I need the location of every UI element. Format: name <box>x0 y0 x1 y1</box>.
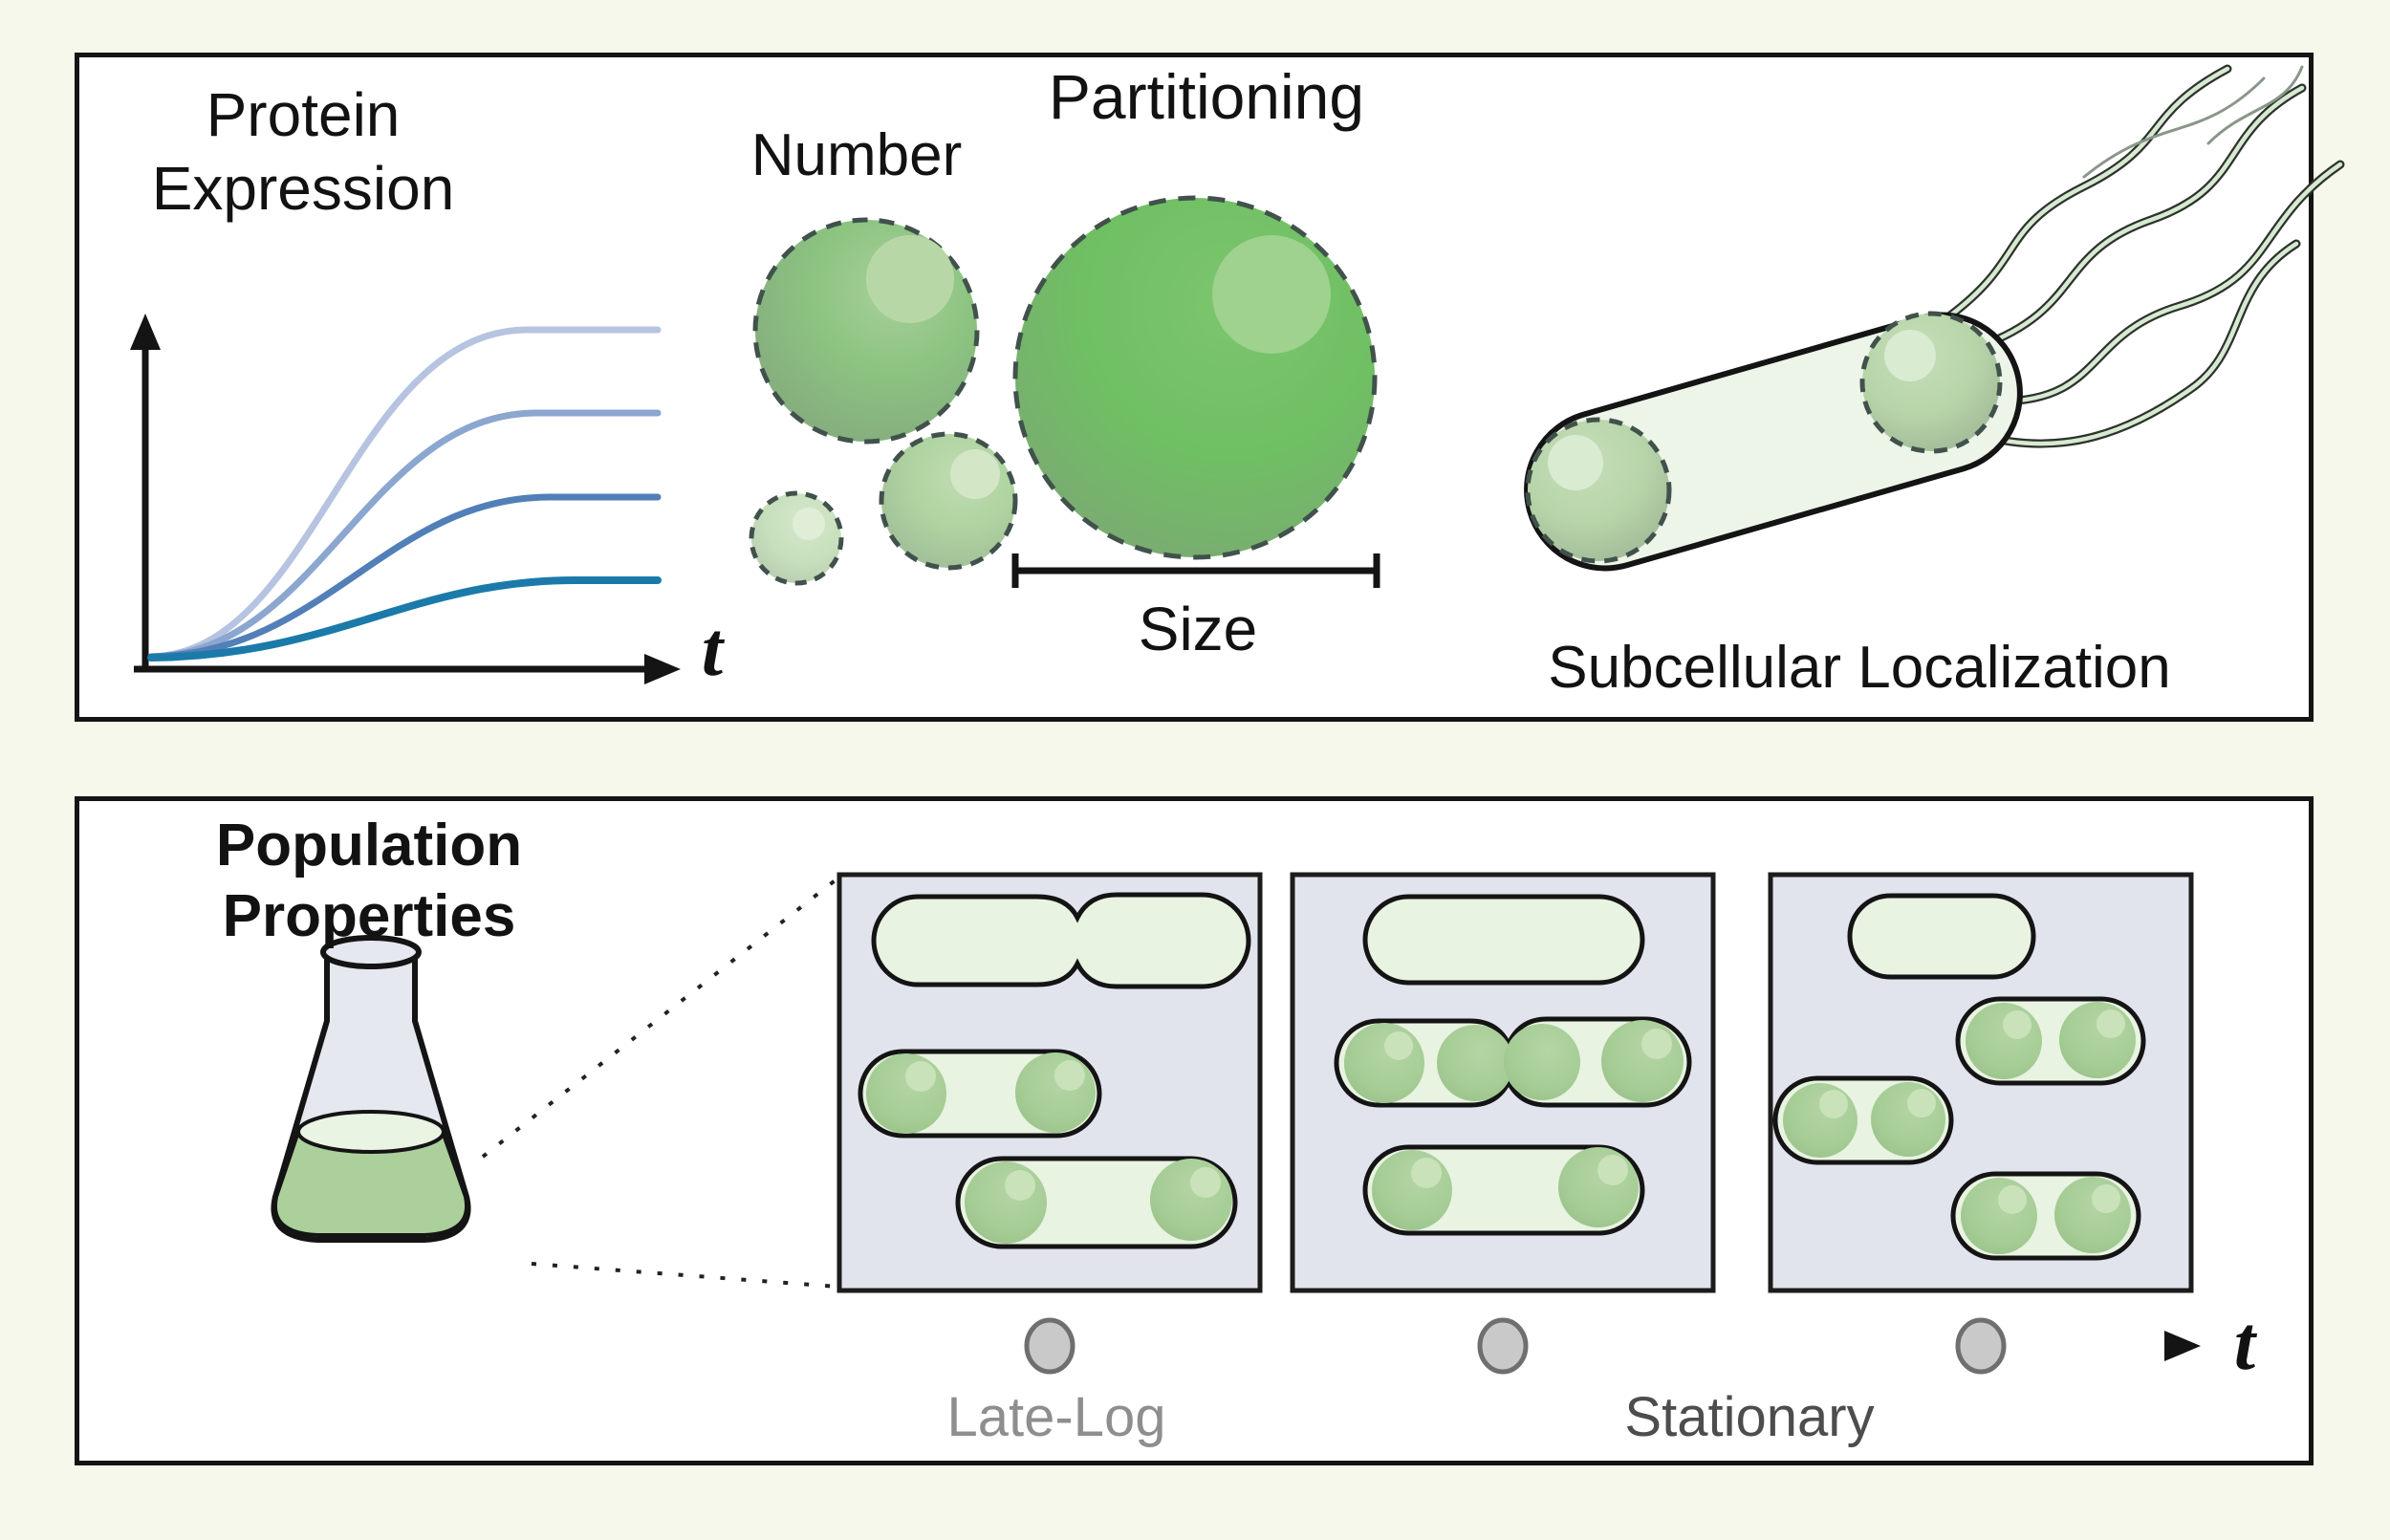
protein-expression-title-line2: Expression <box>151 153 455 223</box>
size-label: Size <box>1138 595 1258 663</box>
phase-label-stationary: Stationary <box>1624 1386 1875 1448</box>
phase-label-late-log: Late-Log <box>946 1386 1166 1448</box>
subcellular-localization-label: Subcellular Localization <box>1548 635 2171 701</box>
time-axis-label-top: t <box>701 608 724 692</box>
number-label: Number <box>750 122 963 188</box>
population-properties-title-line2: Properties <box>222 883 516 950</box>
population-properties-title: Population Properties <box>216 811 522 953</box>
time-axis-label-bottom: t <box>2233 1302 2256 1386</box>
protein-expression-title: Protein Expression <box>152 78 455 226</box>
partitioning-label: Partitioning <box>1048 61 1365 132</box>
protein-expression-title-line1: Protein <box>206 80 401 149</box>
population-properties-title-line1: Population <box>215 813 523 878</box>
